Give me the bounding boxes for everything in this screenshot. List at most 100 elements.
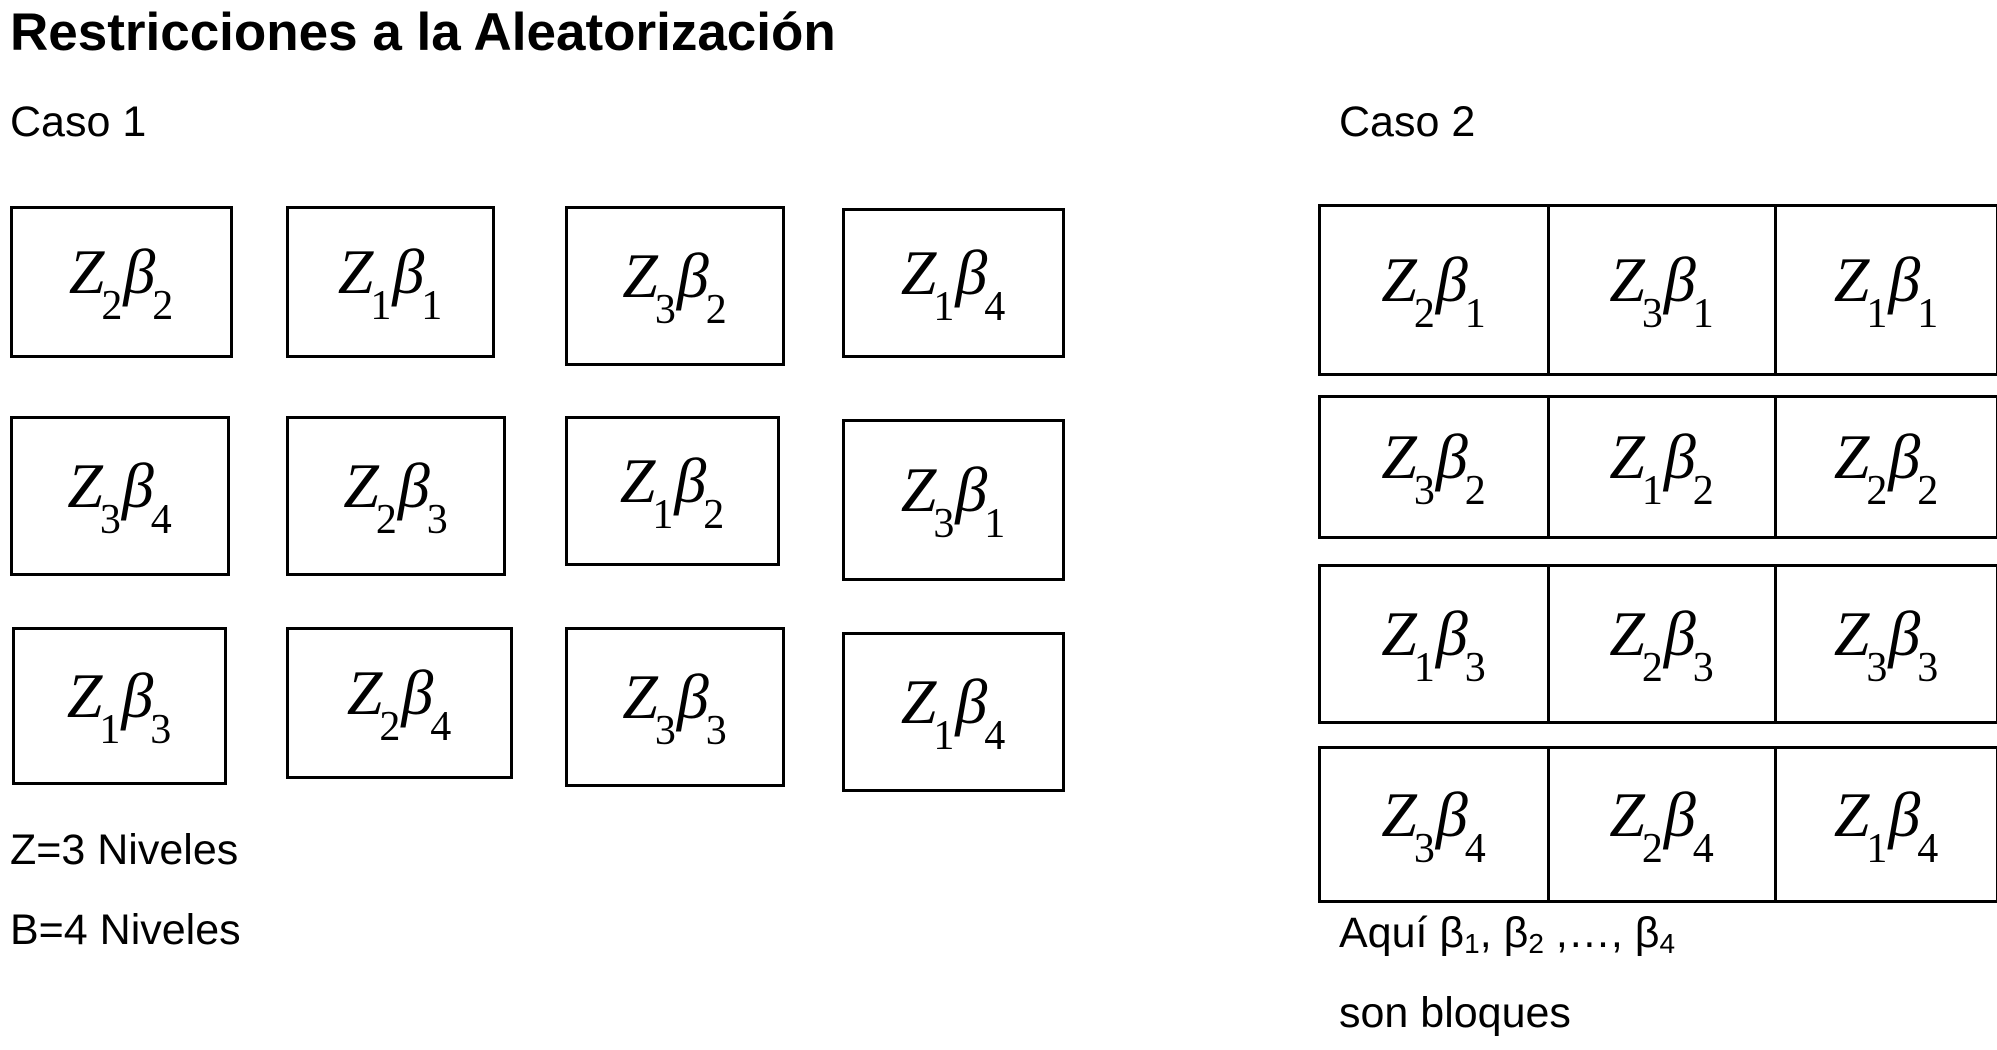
factor-symbol: Z xyxy=(1381,598,1417,669)
block-symbol: β xyxy=(1888,598,1921,669)
block-level: 4 xyxy=(430,704,452,750)
factor-level: 3 xyxy=(654,708,676,754)
factor-level: 2 xyxy=(1641,645,1663,691)
factor-level: 1 xyxy=(1866,291,1888,337)
block-symbol: β xyxy=(1888,244,1921,315)
block-symbol: β xyxy=(1663,421,1696,492)
block-level: 2 xyxy=(703,492,725,538)
factor-symbol: Z xyxy=(1609,244,1645,315)
block-level: 4 xyxy=(1692,825,1714,872)
factor-level: 1 xyxy=(1413,645,1435,691)
block-level: 3 xyxy=(426,497,448,543)
factor-level: 2 xyxy=(101,283,123,329)
factor-symbol: Z xyxy=(337,236,374,307)
block-symbol: β xyxy=(1435,244,1468,315)
factor-level: 1 xyxy=(370,283,392,329)
blocks-note-sub-2: 2 xyxy=(1528,928,1544,959)
note-b-levels: B=4 Niveles xyxy=(10,906,241,954)
factor-symbol: Z xyxy=(1833,598,1870,669)
factor-level: 1 xyxy=(933,713,955,759)
factor-level: 3 xyxy=(1641,291,1663,337)
factor-symbol: Z xyxy=(622,661,658,732)
factor-symbol: Z xyxy=(1609,778,1645,850)
factor-symbol: Z xyxy=(346,657,383,728)
factor-symbol: Z xyxy=(66,660,103,731)
block-symbol: β xyxy=(955,666,988,737)
block-level: 2 xyxy=(705,287,727,333)
block-level: 2 xyxy=(1464,468,1486,514)
note-z-levels: Z=3 Niveles xyxy=(10,826,239,874)
factor-symbol: Z xyxy=(622,240,658,311)
factor-level: 3 xyxy=(1413,468,1435,514)
block-symbol: β xyxy=(955,454,988,525)
block-symbol: β xyxy=(1663,778,1696,850)
caso2-label: Caso 2 xyxy=(1339,98,1476,146)
block-symbol: β xyxy=(674,445,707,516)
factor-symbol: Z xyxy=(1381,778,1417,850)
blocks-note-beta-2: β xyxy=(1503,909,1529,957)
blocks-note-ellipsis: ,…, xyxy=(1543,909,1635,957)
block-level: 4 xyxy=(1464,825,1486,872)
block-level: 4 xyxy=(150,497,172,543)
block-symbol: β xyxy=(955,237,988,308)
blocks-note-beta-1: β xyxy=(1439,909,1465,957)
blocks-note-beta-4: β xyxy=(1634,909,1660,957)
factor-level: 1 xyxy=(1641,468,1663,514)
factor-symbol: Z xyxy=(343,450,379,521)
factor-level: 2 xyxy=(379,704,401,750)
blocks-note-line2: son bloques xyxy=(1339,989,1571,1037)
block-level: 1 xyxy=(1692,291,1714,337)
block-level: 2 xyxy=(152,283,174,329)
block-symbol: β xyxy=(121,660,154,731)
block-level: 3 xyxy=(1692,645,1714,691)
page-title: Restricciones a la Aleatorización xyxy=(10,3,836,62)
block-level: 3 xyxy=(150,707,172,753)
caso1-label: Caso 1 xyxy=(10,98,147,146)
block-symbol: β xyxy=(1663,244,1696,315)
blocks-note-sub-1: 1 xyxy=(1464,928,1480,959)
block-symbol: β xyxy=(392,236,425,307)
block-symbol: β xyxy=(1435,421,1468,492)
factor-symbol: Z xyxy=(1833,778,1870,850)
block-symbol: β xyxy=(676,661,709,732)
block-symbol: β xyxy=(123,236,156,307)
blocks-note-separator: , xyxy=(1479,909,1504,957)
block-symbol: β xyxy=(121,450,154,521)
factor-symbol: Z xyxy=(1609,598,1645,669)
block-level: 2 xyxy=(1692,468,1714,514)
blocks-note-sub-4: 4 xyxy=(1659,928,1676,959)
blocks-note-prefix: Aquí xyxy=(1339,909,1440,957)
block-level: 1 xyxy=(1464,291,1486,337)
factor-level: 1 xyxy=(1866,825,1888,872)
